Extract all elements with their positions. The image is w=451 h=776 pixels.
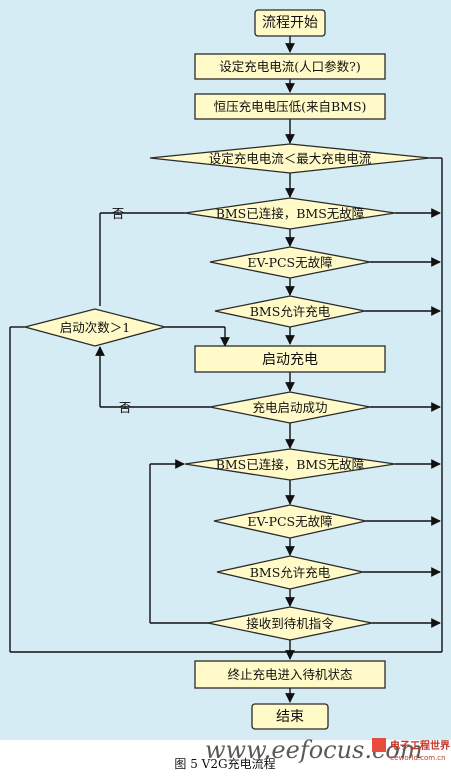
logo-square-icon <box>372 738 386 752</box>
edge-label-no-1: 否 <box>112 206 125 221</box>
evpcs-ok-label-2: EV-PCS无故障 <box>247 514 332 529</box>
eeworld-logo: 电子工程世界 eeworld.com.cn <box>372 738 450 762</box>
watermark: www.eefocus.com <box>205 736 423 764</box>
bms-allow-label-2: BMS允许充电 <box>250 565 331 580</box>
bms-connected-label-2: BMS已连接，BMS无故障 <box>216 457 365 472</box>
cv-low-node: 恒压充电电压低(来自BMS) <box>194 93 386 120</box>
evpcs-ok-decision-2: EV-PCS无故障 <box>213 504 367 539</box>
set-current-label: 设定充电电流(人口参数?) <box>219 59 360 74</box>
start-count-decision: 启动次数＞1 <box>22 308 168 347</box>
evpcs-ok-decision-1: EV-PCS无故障 <box>209 246 371 279</box>
stop-standby-label: 终止充电进入待机状态 <box>227 667 352 682</box>
cv-low-label: 恒压充电电压低(来自BMS) <box>214 99 367 114</box>
start-charge-node: 启动充电 <box>194 345 386 373</box>
start-node: 流程开始 <box>254 9 326 37</box>
bms-allow-label-1: BMS允许充电 <box>250 304 331 319</box>
standby-cmd-decision: 接收到待机指令 <box>207 606 373 641</box>
logo-title: 电子工程世界 <box>390 739 450 752</box>
start-charge-label: 启动充电 <box>262 352 318 368</box>
standby-cmd-label: 接收到待机指令 <box>246 616 334 631</box>
edge-label-no-2: 否 <box>119 400 132 415</box>
start-label: 流程开始 <box>262 15 318 31</box>
connectors <box>9 36 443 703</box>
charge-success-decision: 充电启动成功 <box>209 391 371 424</box>
bms-allow-decision-1: BMS允许充电 <box>214 295 366 328</box>
end-label: 结束 <box>276 709 304 725</box>
start-count-label: 启动次数＞1 <box>60 320 130 335</box>
end-node: 结束 <box>251 703 329 730</box>
bms-connected-decision-2: BMS已连接，BMS无故障 <box>184 448 396 481</box>
bms-allow-decision-2: BMS允许充电 <box>216 555 364 590</box>
compare-max-label: 设定充电电流＜最大充电电流 <box>209 151 372 166</box>
bms-connected-decision-1: BMS已连接，BMS无故障 <box>184 197 396 230</box>
bms-connected-label-1: BMS已连接，BMS无故障 <box>216 206 365 221</box>
figure-caption: 图 5 V2G充电流程 <box>174 756 275 771</box>
compare-max-decision: 设定充电电流＜最大充电电流 <box>149 143 431 174</box>
charge-success-label: 充电启动成功 <box>252 400 327 415</box>
logo-subtitle: eeworld.com.cn <box>390 754 446 762</box>
set-current-node: 设定充电电流(人口参数?) <box>194 53 386 80</box>
evpcs-ok-label-1: EV-PCS无故障 <box>247 255 332 270</box>
stop-standby-node: 终止充电进入待机状态 <box>194 660 386 689</box>
